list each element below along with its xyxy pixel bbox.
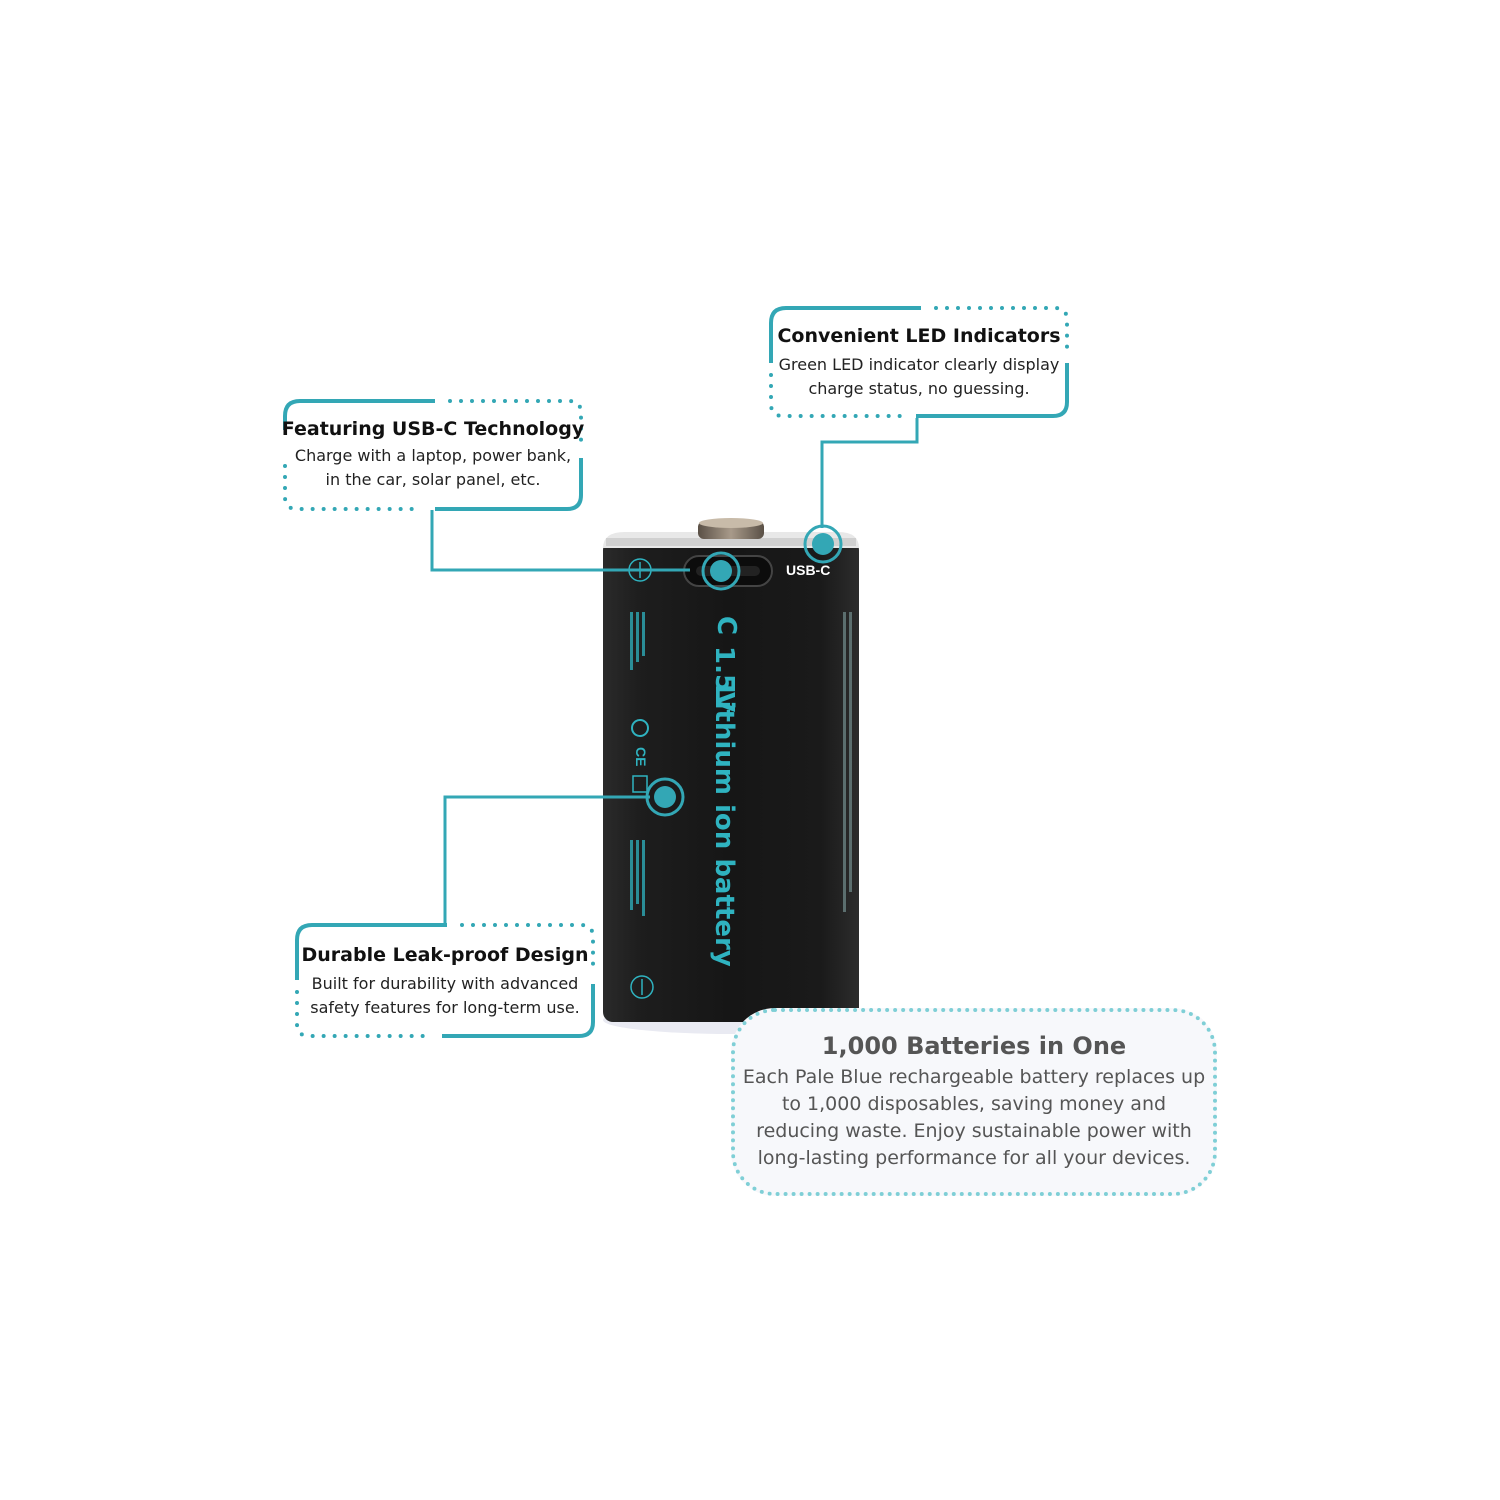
callout-body-line: charge status, no guessing. [808,379,1030,398]
usb-hotspot-icon [701,551,741,591]
leakproof-hotspot-icon [645,777,685,817]
callout-body-line: to 1,000 disposables, saving money and [781,1093,1167,1115]
callout-body: Built for durability with advanced safet… [292,972,598,1020]
callout-body-line: Built for durability with advanced [311,974,579,993]
callout-body: Each Pale Blue rechargeable battery repl… [735,1064,1213,1172]
callout-title: Convenient LED Indicators [777,325,1061,347]
callout-frame [295,923,595,1038]
minus-symbol-icon [630,975,654,999]
callout-body-line: in the car, solar panel, etc. [325,470,541,489]
recycle-icon [631,719,649,737]
callout-usb-c: Featuring USB-C Technology Charge with a… [280,398,586,513]
ce-mark-icon: CE [633,747,649,766]
battery-product-name: Lithium ion battery [709,684,739,967]
svg-text:CE: CE [633,747,649,766]
callout-body: Charge with a laptop, power bank, in the… [280,444,586,492]
spec-print-decoration [630,612,645,916]
callout-body-line: Each Pale Blue rechargeable battery repl… [742,1066,1206,1088]
callout-title: 1,000 Batteries in One [821,1032,1127,1060]
callout-led-indicators: Convenient LED Indicators Green LED indi… [766,305,1072,420]
warning-print-decoration [843,612,852,912]
callout-title: Durable Leak-proof Design [301,944,589,966]
connector-lines [430,418,919,925]
callout-body-line: reducing waste. Enjoy sustainable power … [756,1120,1192,1142]
battery-size-label: C [711,616,741,635]
battery-voltage-label: 1.5V [709,646,739,712]
callout-thousand-batteries: 1,000 Batteries in One Each Pale Blue re… [731,1008,1217,1196]
callout-body-line: safety features for long-term use. [310,998,580,1017]
callout-frame [769,306,1069,418]
usb-c-label: USB-C [786,562,830,578]
bin-icon [632,775,648,793]
callout-body-line: Charge with a laptop, power bank, [294,446,572,465]
callout-title: Featuring USB-C Technology [281,418,585,440]
callout-body-line: long-lasting performance for all your de… [757,1147,1191,1169]
led-hotspot-icon [803,524,843,564]
callout-body-line: Green LED indicator clearly display [778,355,1060,374]
callout-leak-proof: Durable Leak-proof Design Built for dura… [292,922,598,1040]
callout-frame [283,399,583,511]
callout-body: Green LED indicator clearly display char… [766,353,1072,401]
